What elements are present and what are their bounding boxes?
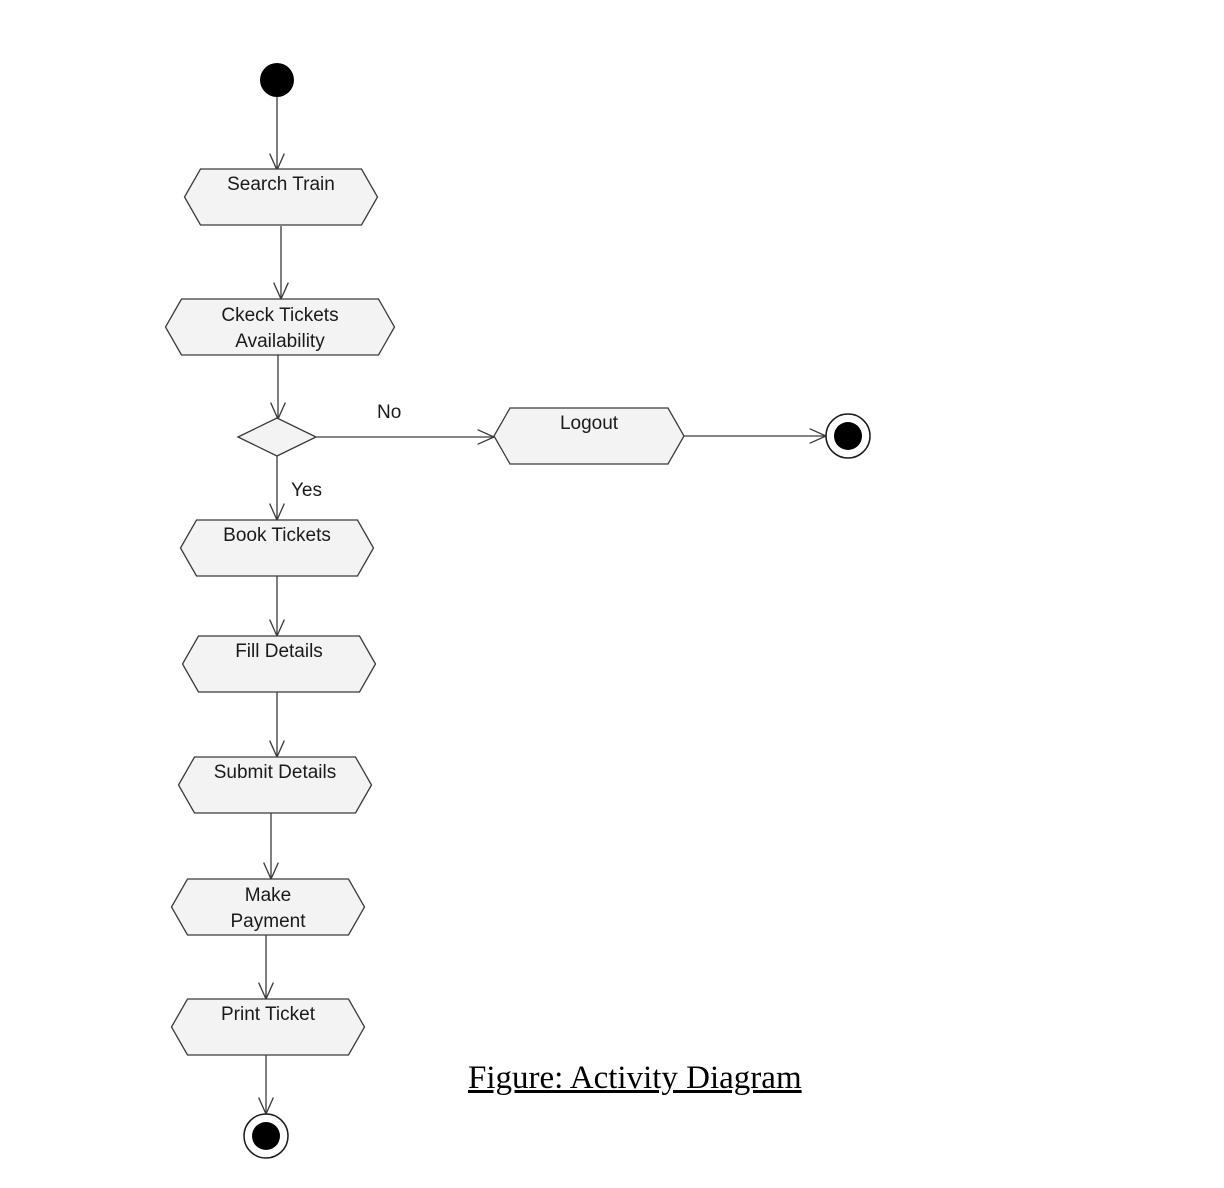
- action-shape: [164, 298, 396, 356]
- edge-start-to-search-train: [269, 97, 285, 172]
- action-submit-details: Submit Details: [177, 756, 373, 814]
- edges-layer: [258, 97, 828, 1116]
- action-book-tickets: Book Tickets: [179, 519, 375, 577]
- action-label: Logout: [560, 413, 619, 434]
- decision-node: [236, 417, 318, 457]
- action-print-ticket: Print Ticket: [170, 998, 366, 1056]
- final-node-dot: [834, 422, 862, 450]
- edge-decision-to-logout: [316, 429, 496, 445]
- edge-print-ticket-to-end-main: [258, 1055, 274, 1116]
- final-node-dot: [252, 1122, 280, 1150]
- edge-search-train-to-check-availability: [273, 226, 289, 301]
- action-shape: [181, 635, 377, 693]
- action-label: Payment: [231, 911, 307, 932]
- action-shape: [170, 998, 366, 1056]
- figure-caption: Figure: Activity Diagram: [468, 1060, 802, 1096]
- action-label: Make: [245, 885, 291, 906]
- action-label: Ckeck Tickets: [221, 305, 338, 326]
- action-fill-details: Fill Details: [181, 635, 377, 693]
- edge-submit-details-to-make-payment: [263, 813, 279, 881]
- action-shape: [493, 407, 685, 465]
- guard-label-yes: Yes: [291, 480, 322, 501]
- action-label: Book Tickets: [223, 525, 331, 546]
- action-shape: [170, 878, 366, 936]
- guard-label-no: No: [377, 402, 401, 423]
- edge-decision-to-book-tickets: [269, 456, 285, 522]
- action-label: Fill Details: [235, 641, 323, 662]
- action-label: Search Train: [227, 174, 335, 195]
- edge-book-tickets-to-fill-details: [269, 576, 285, 638]
- edge-check-availability-to-decision: [270, 355, 286, 421]
- final-node-end-logout: [825, 413, 871, 459]
- edge-make-payment-to-print-ticket: [258, 935, 274, 1001]
- action-shape: [183, 168, 379, 226]
- edge-logout-to-end-logout: [684, 428, 828, 444]
- action-label: Submit Details: [214, 762, 337, 783]
- action-label: Availability: [235, 331, 325, 352]
- action-shape: [179, 519, 375, 577]
- action-shape: [177, 756, 373, 814]
- action-search-train: Search Train: [183, 168, 379, 226]
- edge-fill-details-to-submit-details: [269, 692, 285, 759]
- action-label: Print Ticket: [221, 1004, 316, 1025]
- initial-node: [260, 63, 294, 97]
- action-logout: Logout: [493, 407, 685, 465]
- final-node-end-main: [243, 1113, 289, 1159]
